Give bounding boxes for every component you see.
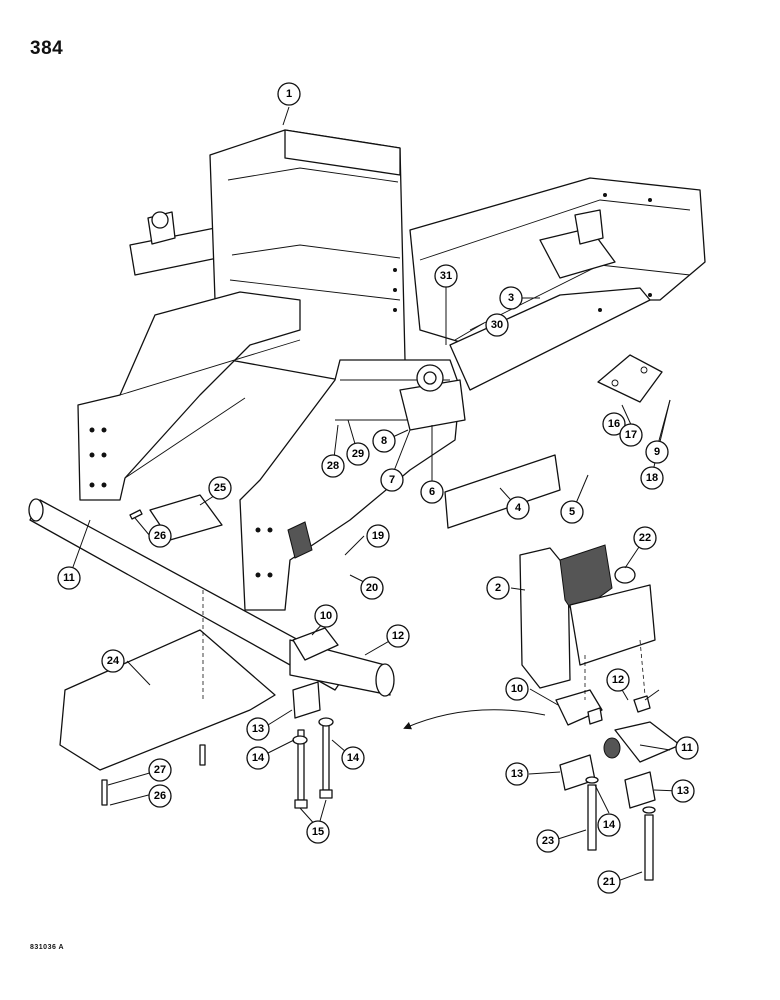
callout-21: 21 — [597, 870, 621, 894]
svg-text:15: 15 — [312, 826, 324, 838]
svg-text:6: 6 — [429, 486, 435, 498]
callout-16: 16 — [602, 412, 626, 436]
callout-10: 10 — [314, 604, 338, 628]
svg-text:29: 29 — [352, 448, 364, 460]
svg-text:25: 25 — [214, 482, 226, 494]
svg-text:8: 8 — [381, 435, 387, 447]
callout-26: 26 — [148, 524, 172, 548]
callout-24: 24 — [101, 649, 125, 673]
callout-10b: 10 — [505, 677, 529, 701]
svg-text:3: 3 — [508, 292, 514, 304]
callout-18: 18 — [640, 466, 664, 490]
bracket-16 — [597, 354, 663, 403]
svg-text:10: 10 — [511, 683, 523, 695]
callout-25: 25 — [208, 476, 232, 500]
svg-text:9: 9 — [654, 446, 660, 458]
callout-12b: 12 — [606, 668, 630, 692]
svg-text:2: 2 — [495, 582, 501, 594]
svg-text:26: 26 — [154, 530, 166, 542]
svg-text:27: 27 — [154, 764, 166, 776]
svg-text:26: 26 — [154, 790, 166, 802]
svg-text:14: 14 — [347, 752, 360, 764]
callout-1: 1 — [277, 82, 301, 106]
svg-text:17: 17 — [625, 429, 637, 441]
callout-19: 19 — [366, 524, 390, 548]
figure-code: 831036 A — [30, 944, 65, 951]
callout-20: 20 — [360, 576, 384, 600]
callout-7: 7 — [380, 468, 404, 492]
callout-6: 6 — [420, 480, 444, 504]
page-number: 384 — [30, 38, 64, 59]
callout-26b: 26 — [148, 784, 172, 808]
svg-text:13: 13 — [511, 768, 523, 780]
callout-30: 30 — [485, 313, 509, 337]
detail-reference-arrow — [403, 709, 546, 730]
callout-29: 29 — [346, 442, 370, 466]
svg-text:4: 4 — [515, 502, 522, 514]
callout-28: 28 — [321, 454, 345, 478]
callout-14c: 14 — [597, 813, 621, 837]
callout-13b: 13 — [505, 762, 529, 786]
svg-text:12: 12 — [392, 630, 404, 642]
screws-26 — [101, 509, 206, 806]
svg-text:30: 30 — [491, 319, 503, 331]
svg-text:14: 14 — [603, 819, 616, 831]
callout-13: 13 — [246, 717, 270, 741]
callout-2: 2 — [486, 576, 510, 600]
callout-5: 5 — [560, 500, 584, 524]
callout-14b: 14 — [341, 746, 365, 770]
svg-text:11: 11 — [681, 742, 693, 754]
svg-text:10: 10 — [320, 610, 332, 622]
callout-17: 17 — [619, 423, 643, 447]
svg-text:19: 19 — [372, 530, 384, 542]
svg-text:22: 22 — [639, 532, 651, 544]
callout-8: 8 — [372, 429, 396, 453]
svg-text:28: 28 — [327, 460, 339, 472]
svg-text:1: 1 — [286, 88, 292, 100]
svg-text:13: 13 — [677, 785, 689, 797]
detail-inset — [519, 544, 681, 881]
callout-12: 12 — [386, 624, 410, 648]
svg-text:23: 23 — [542, 835, 554, 847]
svg-text:24: 24 — [107, 655, 120, 667]
svg-text:21: 21 — [603, 876, 615, 888]
callout-22: 22 — [633, 526, 657, 550]
callout-31: 31 — [434, 264, 458, 288]
svg-text:18: 18 — [646, 472, 658, 484]
svg-text:12: 12 — [612, 674, 624, 686]
svg-text:16: 16 — [608, 418, 620, 430]
svg-text:13: 13 — [252, 723, 264, 735]
svg-text:11: 11 — [63, 572, 75, 584]
svg-text:14: 14 — [252, 752, 265, 764]
bolts-15 — [292, 717, 334, 809]
svg-text:31: 31 — [440, 270, 452, 282]
callout-4: 4 — [506, 496, 530, 520]
callout-14: 14 — [246, 746, 270, 770]
callout-27: 27 — [148, 758, 172, 782]
main-frame — [77, 129, 706, 611]
callout-9: 9 — [645, 440, 669, 464]
callout-11b: 11 — [675, 736, 699, 760]
shield-plate-24 — [59, 590, 276, 771]
callout-15: 15 — [306, 820, 330, 844]
callout-13c: 13 — [671, 779, 695, 803]
svg-text:20: 20 — [366, 582, 378, 594]
callout-11: 11 — [57, 566, 81, 590]
cap-13 — [292, 681, 321, 719]
callout-23: 23 — [536, 829, 560, 853]
callout-3: 3 — [499, 286, 523, 310]
svg-text:5: 5 — [569, 506, 575, 518]
svg-text:7: 7 — [389, 474, 395, 486]
